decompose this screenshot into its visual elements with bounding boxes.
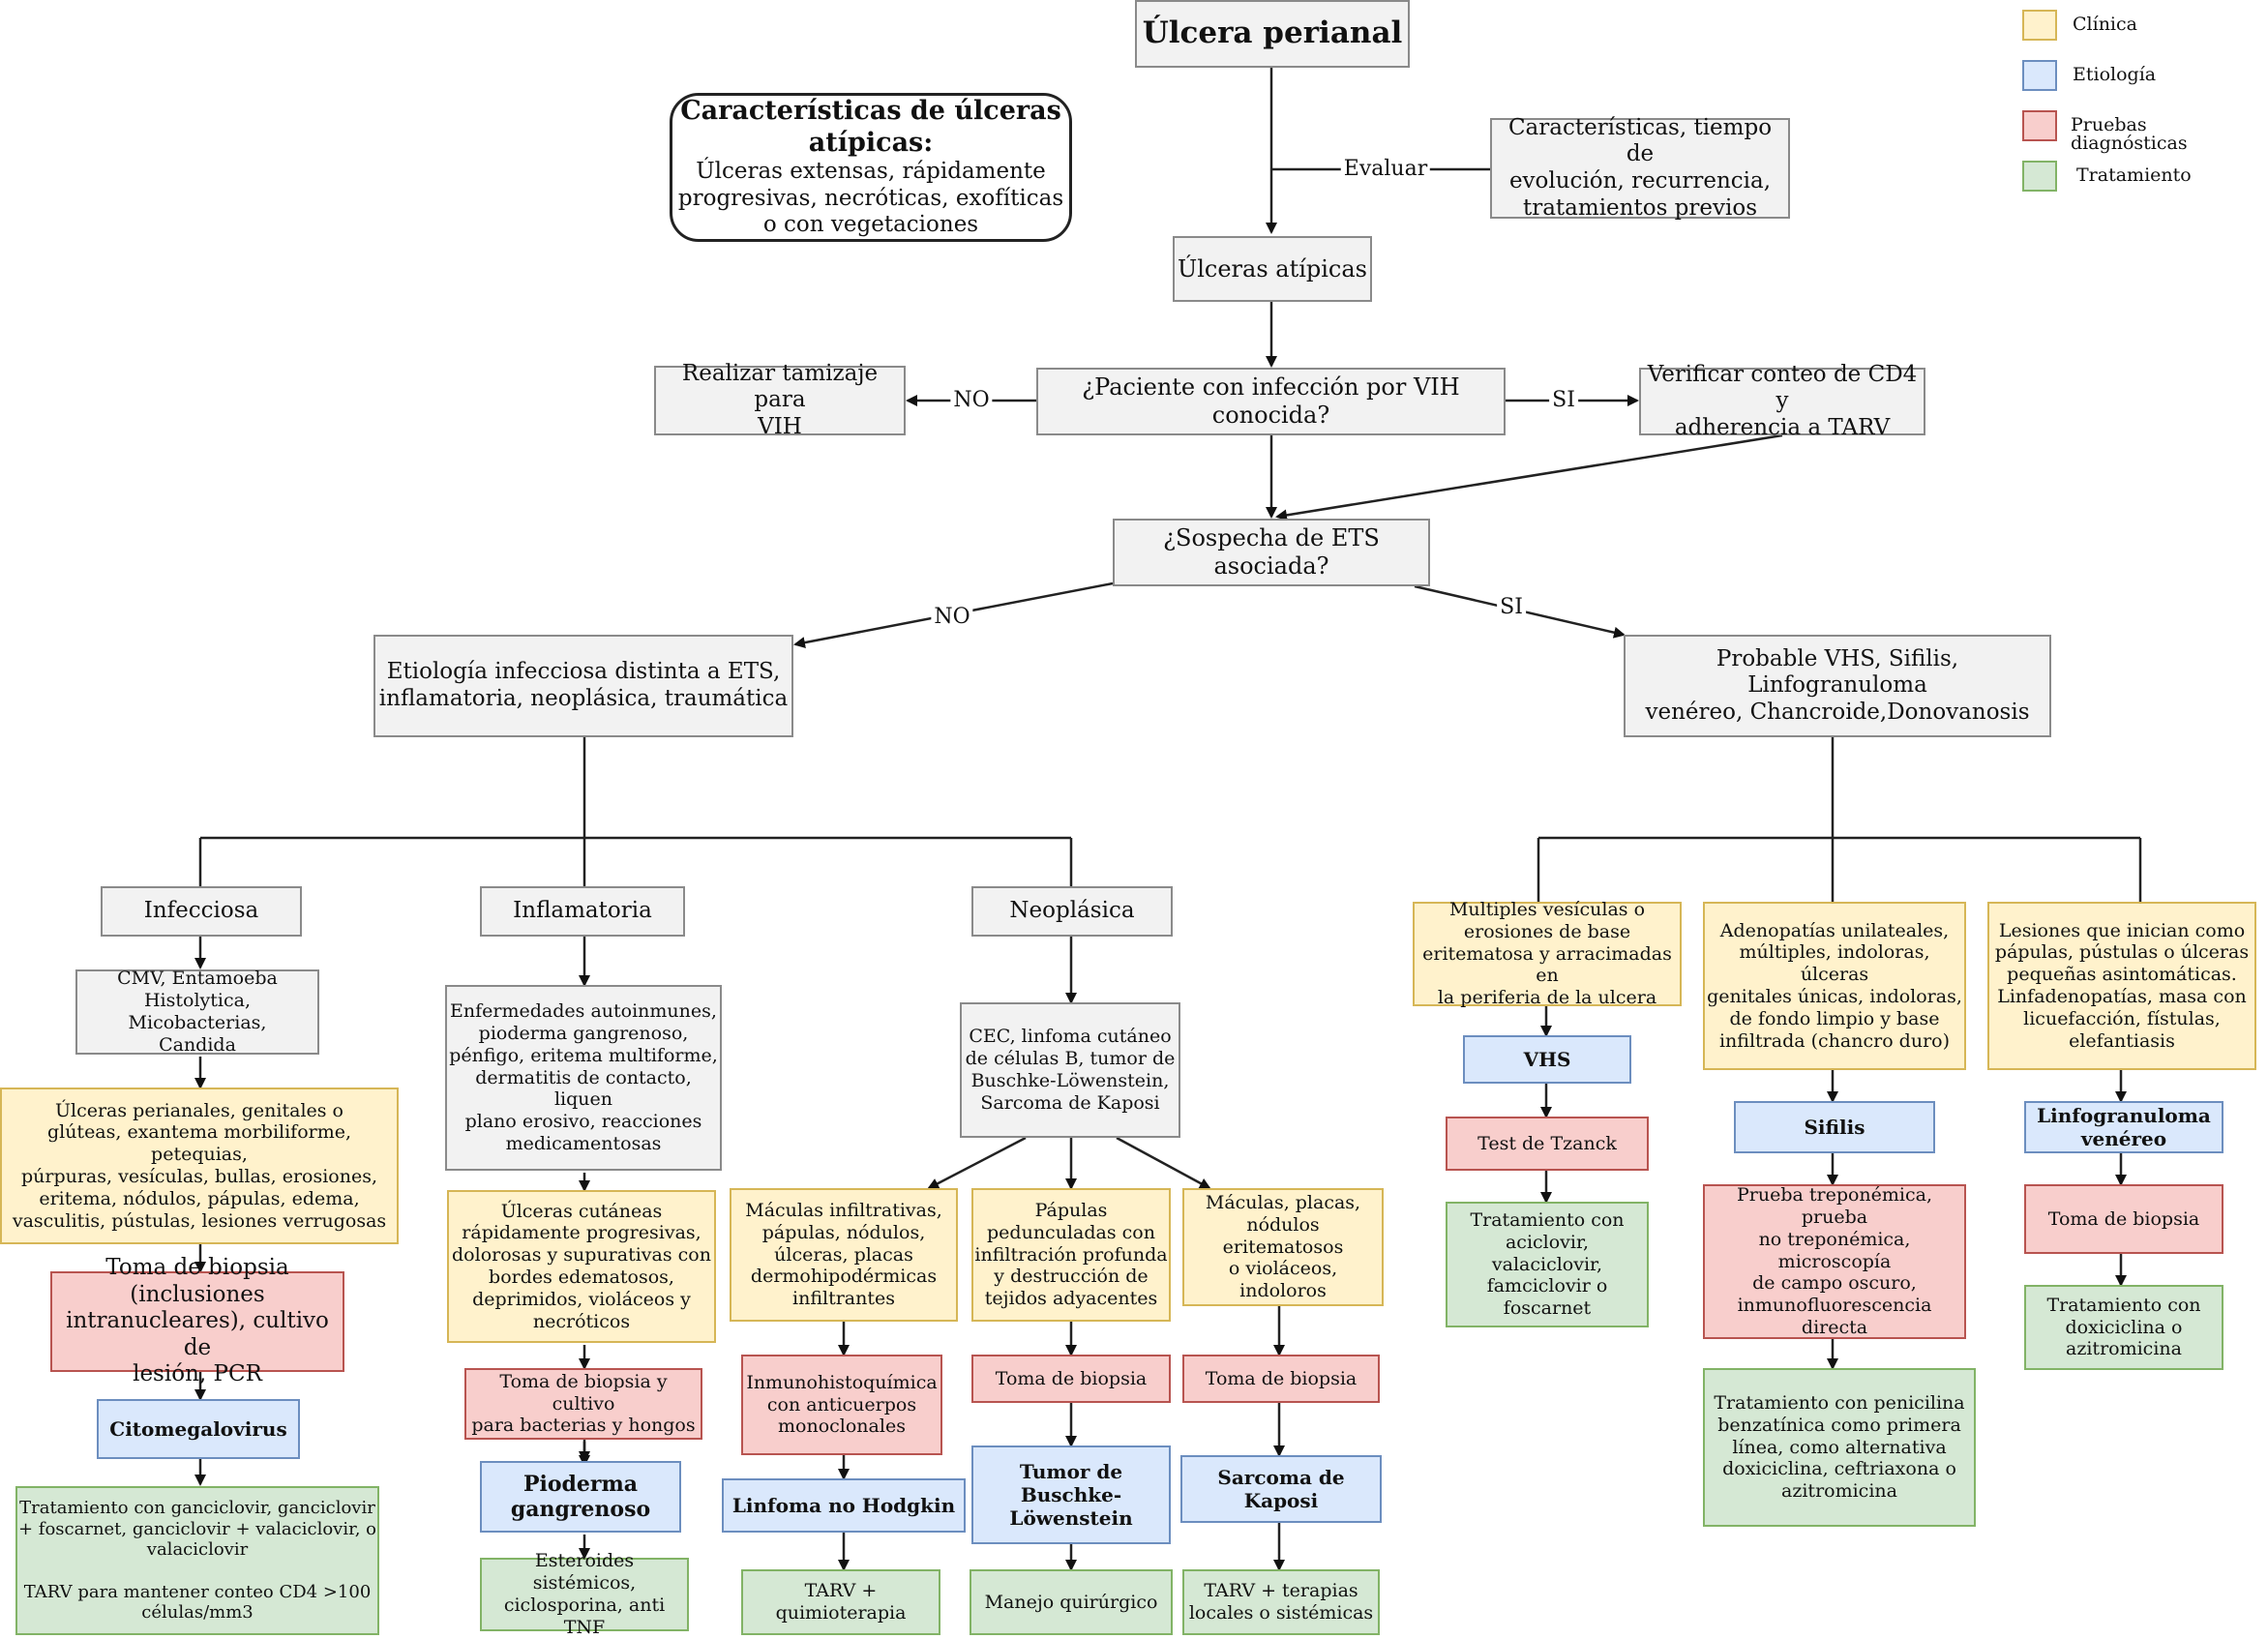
node-vhs-test: Test de Tzanck bbox=[1446, 1117, 1649, 1171]
edge-label-std-si: SI bbox=[1497, 597, 1526, 618]
node-neo2-etio: Tumor de Buschke- Löwenstein bbox=[971, 1445, 1171, 1544]
node-inf-test: Toma de biopsia (inclusiones intranuclea… bbox=[50, 1255, 344, 1386]
node-neo2-tx: Manejo quirúrgico bbox=[970, 1569, 1173, 1635]
node-vhs-clin: Multiples vesículas o erosiones de base … bbox=[1413, 899, 1682, 1008]
node-neo3-tx: TARV + terapias locales o sistémicas bbox=[1182, 1569, 1380, 1635]
node-neo3-etio: Sarcoma de Kaposi bbox=[1180, 1455, 1382, 1523]
node-sif-test: Prueba treponémica, prueba no treponémic… bbox=[1703, 1184, 1966, 1339]
atypical-note: Características de úlceras atípicas: Úlc… bbox=[670, 93, 1072, 242]
legend-swatch-pruebas bbox=[2022, 110, 2057, 141]
node-neo3-clin: Máculas, placas, nódulos eritematosos o … bbox=[1182, 1188, 1384, 1306]
node-infl-etio: Pioderma gangrenoso bbox=[480, 1461, 681, 1533]
node-non-std: Etiología infecciosa distinta a ETS, inf… bbox=[373, 635, 793, 737]
node-std-question: ¿Sospecha de ETS asociada? bbox=[1113, 519, 1430, 586]
node-infl-test: Toma de biopsia y cultivo para bacterias… bbox=[464, 1368, 702, 1440]
node-neoplasica: Neoplásica bbox=[971, 886, 1173, 937]
edge-label-evaluar: Evaluar bbox=[1340, 159, 1431, 180]
legend-label-etiologia: Etiología bbox=[2073, 64, 2157, 85]
edge-label-hiv-si: SI bbox=[1549, 390, 1578, 411]
node-neo1-etio: Linfoma no Hodgkin bbox=[722, 1478, 966, 1533]
node-inf-tx: Tratamiento con ganciclovir, ganciclovir… bbox=[15, 1486, 379, 1635]
node-infl-causes: Enfermedades autoinmunes, pioderma gangr… bbox=[445, 985, 722, 1171]
legend-label-pruebas: Pruebas diagnósticas bbox=[2071, 114, 2188, 154]
edge-cd4-std bbox=[1275, 433, 1783, 522]
legend-swatch-etiologia bbox=[2022, 60, 2057, 91]
edge-label-std-no: NO bbox=[931, 607, 973, 628]
legend-label-clinica: Clínica bbox=[2073, 14, 2137, 35]
node-vhs-tx: Tratamiento con aciclovir, valaciclovir,… bbox=[1446, 1202, 1649, 1327]
node-atypical: Úlceras atípicas bbox=[1173, 236, 1372, 302]
node-neo2-test: Toma de biopsia bbox=[971, 1355, 1171, 1403]
node-neo1-test: Inmunohistoquímica con anticuerpos monoc… bbox=[741, 1355, 942, 1455]
legend-swatch-tratamiento bbox=[2022, 161, 2057, 192]
edge-label-hiv-no: NO bbox=[950, 390, 993, 411]
node-lgv-tx: Tratamiento con doxiciclina o azitromici… bbox=[2024, 1285, 2223, 1370]
node-hiv-screen: Realizar tamizaje para VIH bbox=[654, 361, 906, 439]
atypical-note-title: Características de úlceras atípicas: bbox=[680, 96, 1061, 158]
node-inf-etio: Citomegalovirus bbox=[97, 1399, 300, 1459]
node-infl-tx: Esteroides sistémicos, ciclosporina, ant… bbox=[480, 1550, 689, 1638]
node-sif-clin: Adenopatías unilateales, múltiples, indo… bbox=[1703, 902, 1966, 1070]
node-sif-tx: Tratamiento con penicilina benzatínica c… bbox=[1703, 1368, 1976, 1527]
node-infecciosa: Infecciosa bbox=[101, 886, 302, 937]
node-hiv-question: ¿Paciente con infección por VIH conocida… bbox=[1036, 368, 1506, 435]
legend-label-tratamiento: Tratamiento bbox=[2076, 164, 2192, 186]
node-vhs-etio: VHS bbox=[1463, 1035, 1631, 1084]
node-infl-clin: Úlceras cutáneas rápidamente progresivas… bbox=[447, 1190, 716, 1343]
node-neo2-clin: Pápulas pedunculadas con infiltración pr… bbox=[971, 1188, 1171, 1322]
node-std-probable: Probable VHS, Sifilis, Linfogranuloma ve… bbox=[1624, 635, 2051, 737]
node-inflamatoria: Inflamatoria bbox=[480, 886, 685, 937]
node-lgv-test: Toma de biopsia bbox=[2024, 1184, 2223, 1254]
node-neo-causes: CEC, linfoma cutáneo de células B, tumor… bbox=[960, 1002, 1180, 1138]
node-root: Úlcera perianal bbox=[1135, 0, 1410, 68]
node-neo1-clin: Máculas infiltrativas, pápulas, nódulos,… bbox=[730, 1188, 958, 1322]
node-neo3-test: Toma de biopsia bbox=[1182, 1355, 1380, 1403]
atypical-note-body: Úlceras extensas, rápidamente progresiva… bbox=[677, 159, 1064, 238]
node-neo1-tx: TARV + quimioterapia bbox=[741, 1569, 940, 1635]
node-lgv-etio: Linfogranuloma venéreo bbox=[2024, 1101, 2223, 1153]
node-cd4-check: Verificar conteo de CD4 y adherencia a T… bbox=[1639, 362, 1925, 440]
node-sif-etio: Sifilis bbox=[1734, 1101, 1935, 1153]
node-inf-clin: Úlceras perianales, genitales o glúteas,… bbox=[0, 1088, 399, 1244]
node-inf-agents: CMV, Entamoeba Histolytica, Micobacteria… bbox=[75, 968, 319, 1056]
legend-swatch-clinica bbox=[2022, 10, 2057, 41]
node-lgv-clin: Lesiones que inician como pápulas, pústu… bbox=[1987, 902, 2256, 1070]
node-eval-chars: Características, tiempo de evolución, re… bbox=[1490, 115, 1790, 221]
